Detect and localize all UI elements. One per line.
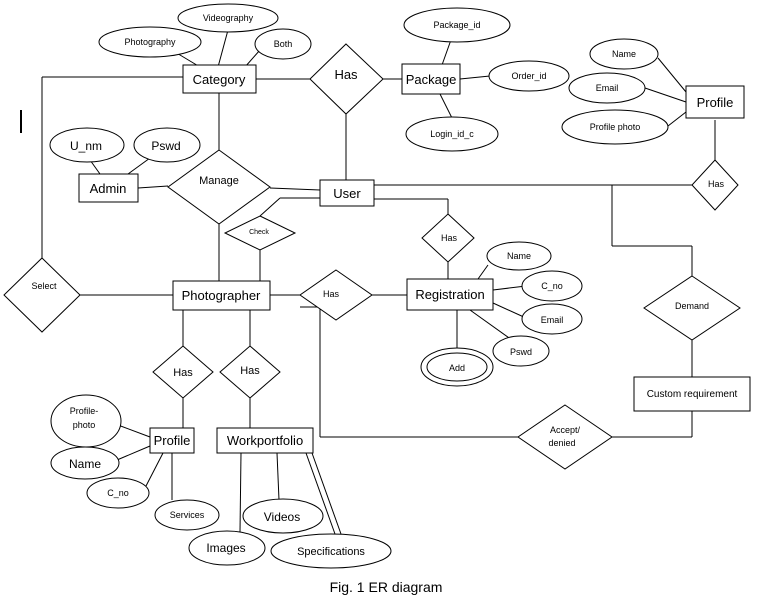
- svg-text:Pswd: Pswd: [510, 347, 532, 357]
- svg-text:Has: Has: [240, 365, 260, 377]
- svg-text:Login_id_c: Login_id_c: [430, 129, 474, 139]
- attribute-videography: Videography: [177, 3, 279, 33]
- svg-text:Specifications: Specifications: [297, 546, 365, 558]
- attribute-pp-c-no: C_no: [86, 477, 150, 509]
- svg-text:Profile: Profile: [154, 433, 191, 448]
- svg-text:U_nm: U_nm: [70, 139, 102, 153]
- svg-text:Email: Email: [541, 315, 564, 325]
- svg-text:Add: Add: [449, 363, 465, 373]
- relationship-select: Select: [3, 257, 81, 333]
- attribute-wp-specifications: Specifications: [270, 533, 392, 569]
- attribute-login-id-c: Login_id_c: [405, 116, 499, 152]
- svg-text:Admin: Admin: [90, 181, 127, 196]
- svg-text:User: User: [333, 186, 361, 201]
- attribute-profile-photo: Profile photo: [561, 109, 669, 145]
- svg-text:Images: Images: [206, 541, 245, 555]
- svg-text:Custom requirement: Custom requirement: [647, 389, 738, 400]
- svg-text:C_no: C_no: [541, 281, 563, 291]
- svg-text:Services: Services: [170, 510, 205, 520]
- entity-admin: Admin: [78, 173, 139, 203]
- attribute-reg-add-multivalued: Add: [420, 347, 494, 387]
- attribute-wp-images: Images: [188, 530, 266, 566]
- attribute-pp-services: Services: [154, 499, 220, 531]
- entity-profile-bottom: Profile: [149, 427, 195, 454]
- svg-text:Select: Select: [31, 281, 57, 291]
- svg-text:Photography: Photography: [124, 37, 176, 47]
- attribute-wp-videos: Videos: [242, 498, 324, 534]
- svg-text:Has: Has: [708, 179, 725, 189]
- relationship-has-user-registration: Has: [421, 213, 475, 263]
- svg-text:denied: denied: [548, 438, 575, 448]
- svg-text:Registration: Registration: [415, 287, 484, 302]
- connection-lines: [41, 29, 716, 535]
- entity-custom-requirement: Custom requirement: [633, 376, 751, 412]
- svg-text:Both: Both: [274, 39, 293, 49]
- attribute-reg-c-no: C_no: [521, 270, 583, 302]
- svg-text:Name: Name: [507, 251, 531, 261]
- svg-text:Name: Name: [69, 457, 101, 471]
- attribute-both: Both: [254, 28, 312, 60]
- svg-text:Has: Has: [323, 289, 340, 299]
- svg-text:Workportfolio: Workportfolio: [227, 433, 303, 448]
- svg-text:Order_id: Order_id: [511, 71, 546, 81]
- entity-user: User: [319, 179, 375, 207]
- svg-text:Has: Has: [441, 233, 458, 243]
- figure-caption: Fig. 1 ER diagram: [330, 579, 443, 595]
- entity-profile-top: Profile: [685, 85, 745, 119]
- svg-text:Package_id: Package_id: [433, 20, 480, 30]
- svg-text:Photographer: Photographer: [182, 288, 261, 303]
- svg-text:Manage: Manage: [199, 175, 239, 187]
- entity-registration: Registration: [406, 278, 494, 311]
- relationship-has-photographer-profile: Has: [152, 345, 214, 399]
- svg-text:Profile: Profile: [697, 95, 734, 110]
- svg-text:Category: Category: [193, 72, 246, 87]
- svg-text:Accept/: Accept/: [550, 425, 581, 435]
- svg-text:Videos: Videos: [264, 510, 300, 524]
- svg-text:Videography: Videography: [203, 13, 254, 23]
- svg-text:Email: Email: [596, 83, 619, 93]
- entity-photographer: Photographer: [172, 280, 271, 311]
- attribute-u-nm: U_nm: [49, 127, 125, 163]
- attribute-reg-pswd: Pswd: [492, 335, 550, 367]
- relationship-check: Check: [223, 215, 297, 251]
- attribute-pp-name: Name: [50, 446, 120, 480]
- svg-text:Pswd: Pswd: [151, 139, 180, 153]
- entity-category: Category: [182, 64, 257, 94]
- relationship-accept-denied: Accept/ denied: [517, 404, 613, 470]
- svg-text:Profile photo: Profile photo: [590, 122, 641, 132]
- attribute-profile-email: Email: [568, 72, 646, 104]
- svg-text:Profile-: Profile-: [70, 406, 99, 416]
- entity-work-portfolio: Workportfolio: [216, 427, 314, 454]
- svg-text:photo: photo: [73, 420, 96, 430]
- relationship-demand: Demand: [643, 275, 741, 341]
- entity-package: Package: [401, 63, 461, 95]
- attribute-pp-profile-photo: Profile- photo: [50, 394, 122, 448]
- attribute-order-id: Order_id: [488, 60, 570, 92]
- svg-text:Package: Package: [406, 72, 457, 87]
- svg-text:Check: Check: [249, 229, 269, 236]
- attribute-package-id: Package_id: [403, 7, 511, 43]
- relationship-has-photographer-registration: Has: [299, 269, 373, 321]
- attribute-reg-email: Email: [521, 303, 583, 335]
- svg-text:Has: Has: [334, 67, 358, 82]
- attribute-pswd-admin: Pswd: [133, 127, 201, 163]
- relationship-has-user-profile: Has: [691, 159, 739, 211]
- relationship-has-category-package: Has: [309, 43, 384, 115]
- attribute-reg-name: Name: [486, 241, 552, 271]
- svg-text:C_no: C_no: [107, 488, 129, 498]
- relationship-manage: Manage: [167, 149, 271, 225]
- svg-text:Has: Has: [173, 367, 193, 379]
- attribute-profile-name: Name: [589, 38, 659, 70]
- relationship-has-photographer-portfolio: Has: [219, 345, 281, 399]
- attribute-photography: Photography: [98, 26, 202, 58]
- svg-text:Name: Name: [612, 49, 636, 59]
- svg-text:Demand: Demand: [675, 301, 709, 311]
